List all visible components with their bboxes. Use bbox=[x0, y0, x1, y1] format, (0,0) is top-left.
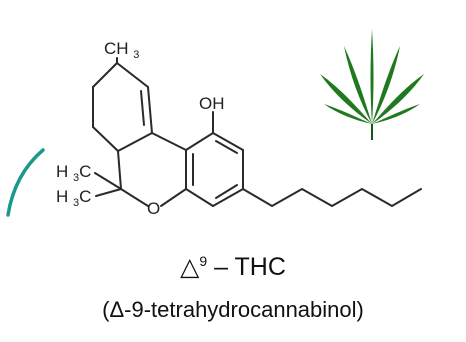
methyl-label: CH 3 bbox=[104, 39, 139, 61]
methyl-label-lower: H 3C bbox=[56, 187, 91, 209]
delta-triangle: △ bbox=[180, 253, 200, 281]
ring-oxygen-label: O bbox=[147, 199, 160, 218]
hydroxyl-label: OH bbox=[199, 94, 225, 113]
molecule-bonds bbox=[92, 57, 422, 207]
title-dash: – bbox=[214, 253, 228, 281]
teal-swoosh bbox=[6, 148, 45, 217]
compound-title: △9 – THC bbox=[0, 246, 466, 282]
superscript-9: 9 bbox=[199, 253, 208, 269]
title-thc: THC bbox=[234, 253, 286, 281]
cannabis-leaf-icon bbox=[320, 29, 424, 140]
compound-full-name: (Δ-9-tetrahydrocannabinol) bbox=[102, 297, 364, 322]
methyl-label-upper: H 3C bbox=[56, 162, 91, 184]
